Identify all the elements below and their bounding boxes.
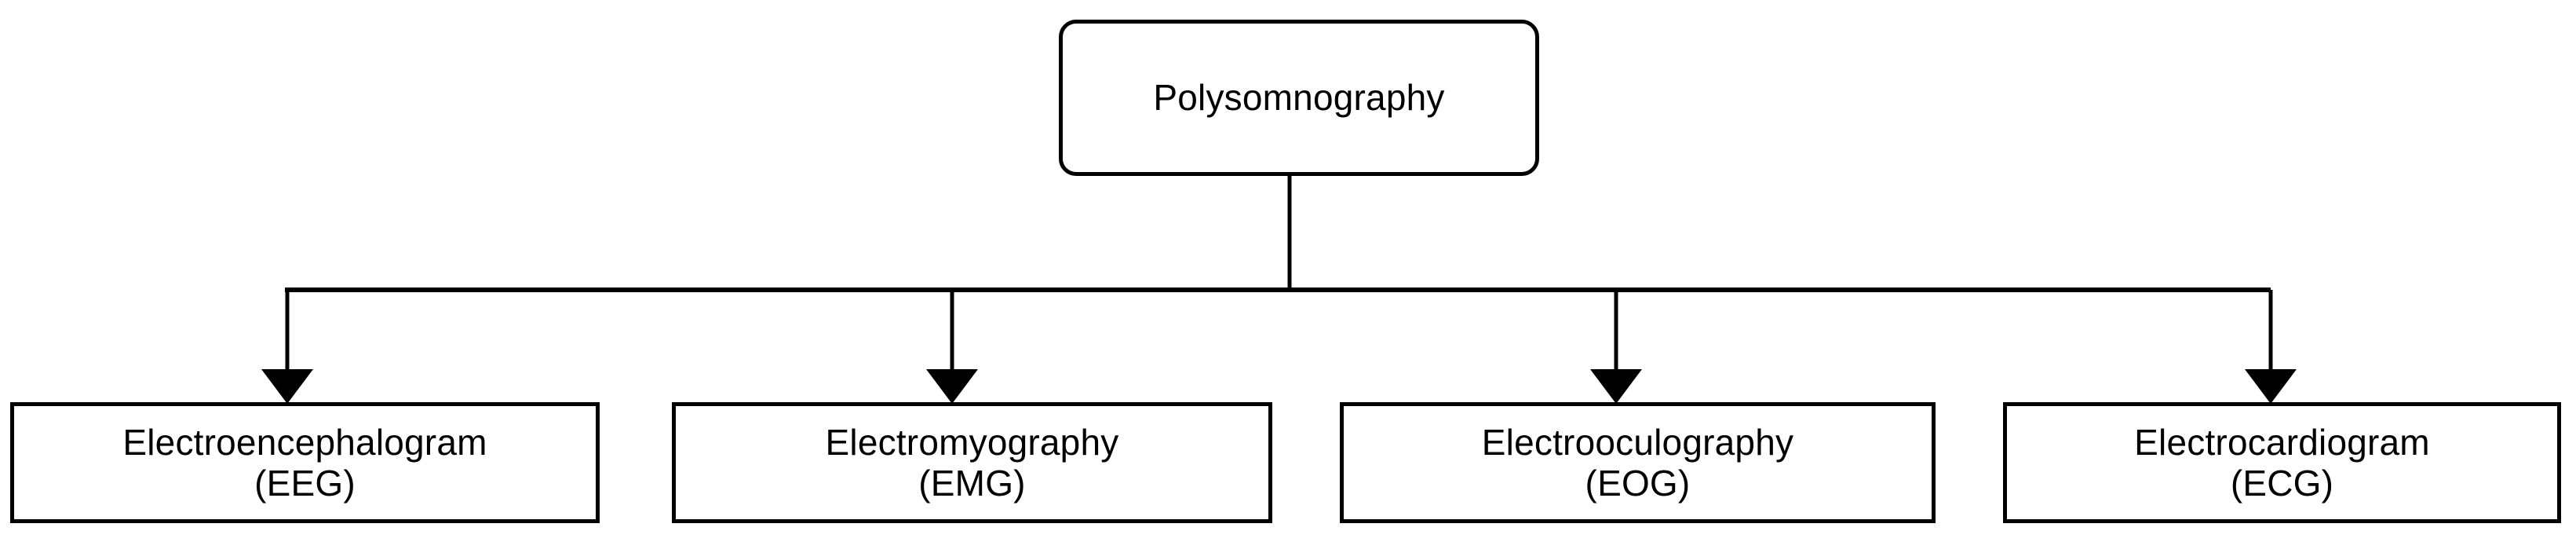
node-polysomnography[interactable]: Polysomnography (1059, 20, 1539, 176)
node-emg-abbrev: (EMG) (918, 463, 1026, 504)
arrowhead-emg (926, 369, 978, 404)
node-polysomnography-label: Polysomnography (1153, 77, 1445, 119)
node-emg-label: Electromyography (825, 421, 1119, 463)
node-eeg-abbrev: (EEG) (254, 463, 356, 504)
node-eeg[interactable]: Electroencephalogram (EEG) (10, 402, 600, 523)
arrowhead-eeg (261, 369, 313, 404)
node-eog-abbrev: (EOG) (1585, 463, 1691, 504)
node-emg[interactable]: Electromyography (EMG) (672, 402, 1272, 523)
node-eog[interactable]: Electrooculography (EOG) (1340, 402, 1936, 523)
arrowhead-ecg (2245, 369, 2297, 404)
node-ecg-label: Electrocardiogram (2134, 421, 2430, 463)
node-ecg[interactable]: Electrocardiogram (ECG) (2003, 402, 2561, 523)
node-eog-label: Electrooculography (1481, 421, 1794, 463)
node-ecg-abbrev: (ECG) (2230, 463, 2334, 504)
node-eeg-label: Electroencephalogram (122, 421, 487, 463)
arrowhead-eog (1590, 369, 1642, 404)
